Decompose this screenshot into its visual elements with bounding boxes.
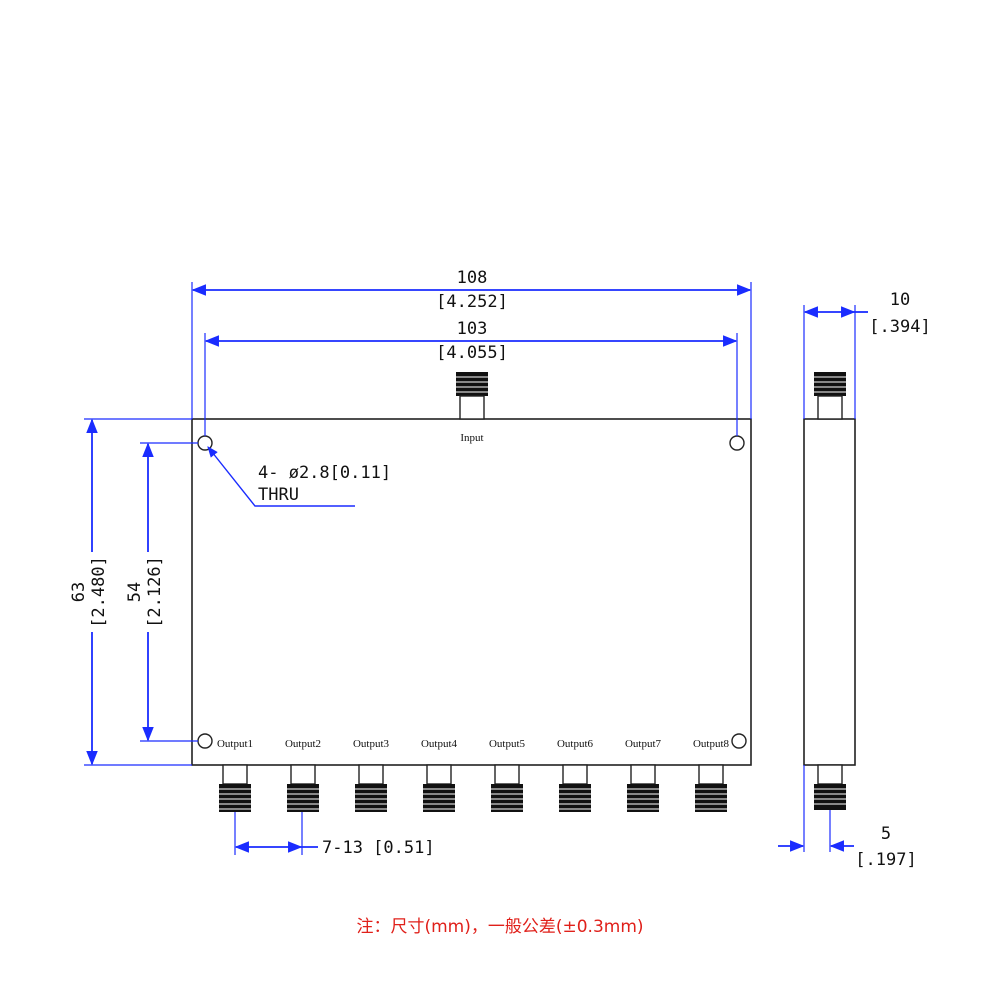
output-label-7: Output7 xyxy=(625,738,662,750)
output-label-2: Output2 xyxy=(285,738,321,750)
hole-leader-line xyxy=(207,446,355,507)
output-label-8: Output8 xyxy=(693,738,730,750)
output-label-4: Output4 xyxy=(421,738,458,750)
output-label-6: Output6 xyxy=(557,738,594,750)
output-label-3: Output3 xyxy=(353,738,390,750)
input-connector xyxy=(456,372,488,420)
housing-side-view xyxy=(803,418,856,766)
hole-note-line1: 4- ø2.8[0.11] xyxy=(258,463,391,483)
output-connector-7 xyxy=(627,764,659,812)
dim-pitch: 7-13 [0.51] xyxy=(322,838,435,858)
dim-5-inch: [.197] xyxy=(855,850,916,870)
tolerance-note: 注：尺寸(mm)，一般公差(±0.3mm) xyxy=(356,917,643,937)
dim-63-mm: 63 xyxy=(69,582,89,602)
output-connector-2 xyxy=(287,764,319,812)
side-output-connector xyxy=(814,764,846,810)
housing-front-view xyxy=(191,418,752,766)
dim-63-inch: [2.480] xyxy=(89,556,109,628)
input-label: Input xyxy=(460,432,483,444)
output-connector-4 xyxy=(423,764,455,812)
output-label-5: Output5 xyxy=(489,738,526,750)
hole-note-line2: THRU xyxy=(258,485,299,505)
dim-108-mm: 108 xyxy=(457,268,488,288)
dim-10-inch: [.394] xyxy=(869,317,930,337)
output-connector-5 xyxy=(491,764,523,812)
mounting-hole-bottom-right xyxy=(731,733,747,749)
dim-5-mm: 5 xyxy=(881,824,891,844)
output-connectors: Output1 Output2 Output3 Output4 Output5 Outpu… xyxy=(217,738,730,812)
dim-10-mm: 10 xyxy=(890,290,910,310)
dim-54-mm: 54 xyxy=(125,582,145,602)
output-connector-3 xyxy=(355,764,387,812)
output-label-1: Output1 xyxy=(217,738,253,750)
output-connector-1 xyxy=(219,764,251,812)
output-connector-8 xyxy=(695,764,727,812)
side-input-connector xyxy=(814,372,846,420)
dim-103-mm: 103 xyxy=(457,319,488,339)
dim-103-inch: [4.055] xyxy=(436,343,508,363)
output-connector-6 xyxy=(559,764,591,812)
dim-108-inch: [4.252] xyxy=(436,292,508,312)
dim-54-inch: [2.126] xyxy=(145,556,165,628)
